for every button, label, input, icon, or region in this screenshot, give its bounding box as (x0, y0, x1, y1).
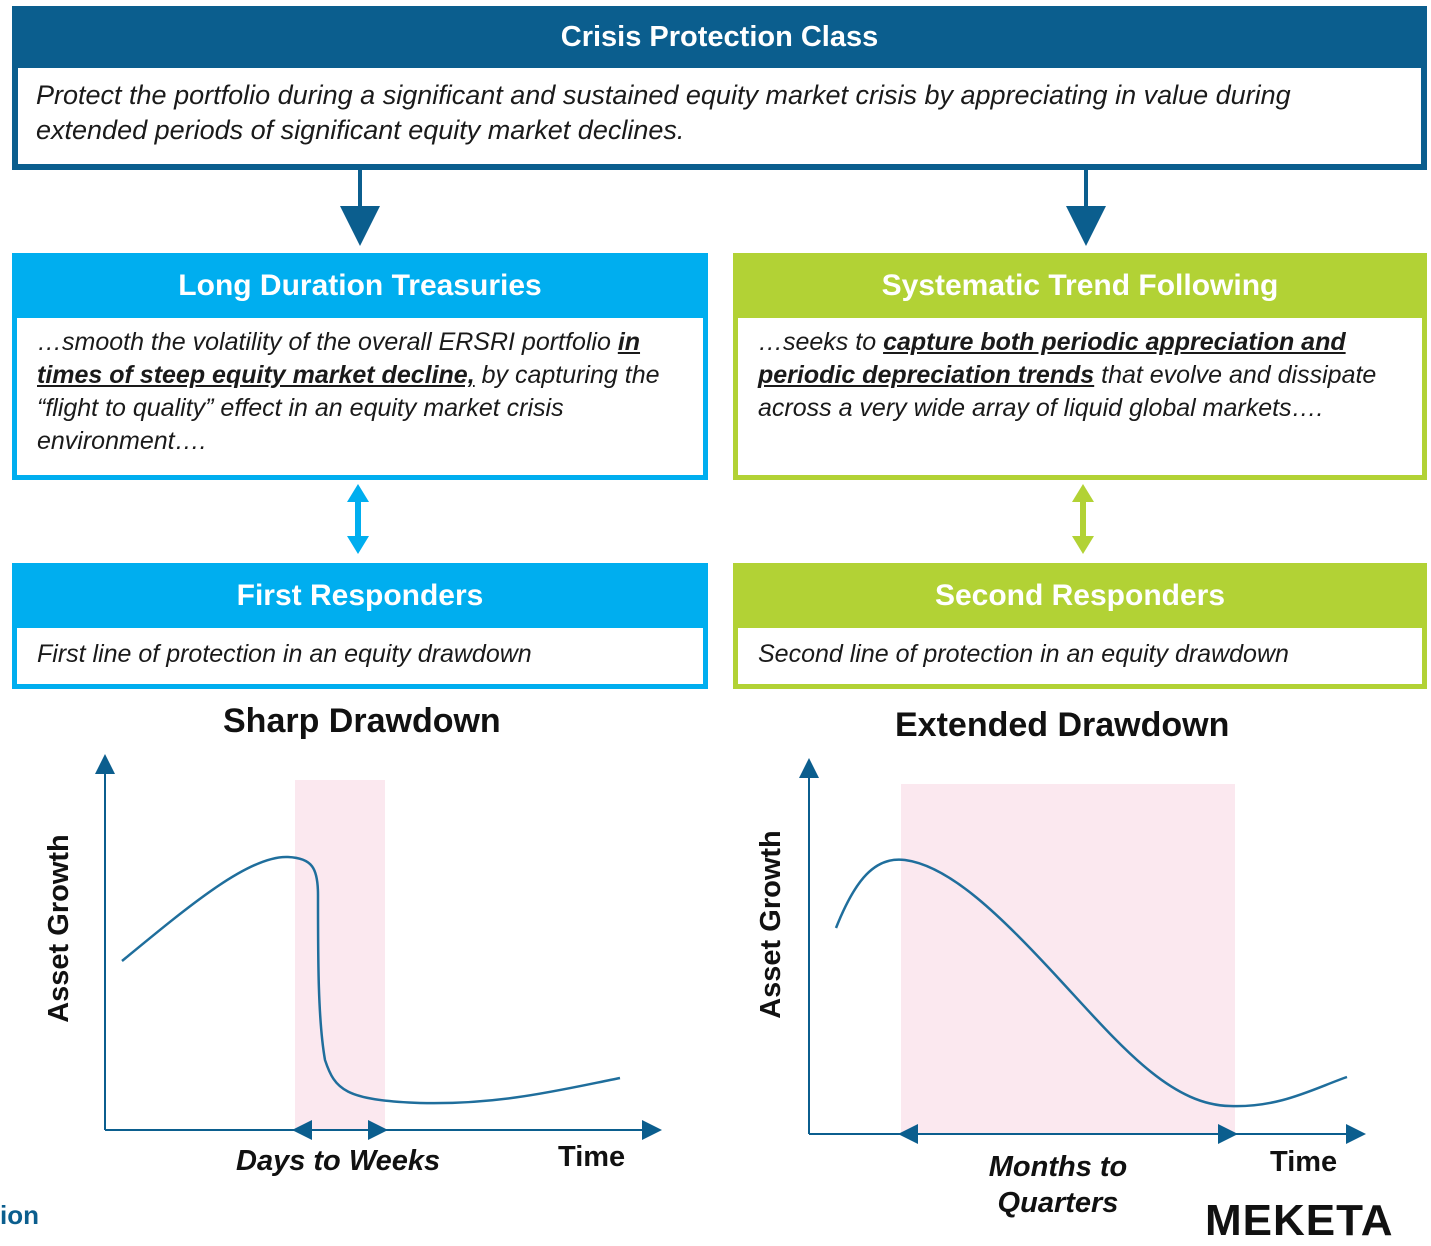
sharp-drawdown-shaded-period (295, 780, 385, 1130)
stf-text-part2: that evolve and dissipate across a very … (758, 361, 1377, 422)
extended-drawdown-shaded-period (901, 784, 1235, 1134)
extended-y-axis-label: Asset Growth (754, 830, 787, 1019)
ldt-text-part2: by capturing the “flight to quality” eff… (37, 361, 660, 455)
stf-text-emphasis: capture both periodic appreciation and p… (758, 328, 1346, 389)
systematic-trend-following-title: Systematic Trend Following (733, 253, 1427, 318)
days-to-weeks-label: Days to Weeks (236, 1145, 441, 1177)
long-duration-treasuries-box: Long Duration Treasuries …smooth the vol… (12, 253, 708, 480)
drawdown-illustrations (95, 754, 1366, 1144)
connector-arrows (340, 170, 1106, 554)
systematic-trend-following-box: Systematic Trend Following …seeks to cap… (733, 253, 1427, 480)
extended-x-axis-label: Time (1270, 1146, 1338, 1178)
ldt-text-emphasis: in times of steep equity market decline, (37, 328, 641, 389)
footer-section-fragment: ion (0, 1200, 39, 1230)
sharp-y-axis-label: Asset Growth (42, 834, 75, 1023)
crisis-protection-box: Crisis Protection Class Protect the port… (12, 6, 1427, 170)
meketa-logo: MEKETA (1205, 1196, 1394, 1245)
double-arrow-right (1072, 484, 1094, 554)
first-responders-text: First line of protection in an equity dr… (37, 640, 532, 668)
second-responders-text: Second line of protection in an equity d… (758, 640, 1289, 668)
extended-drawdown-curve (834, 858, 1348, 1108)
double-arrow-left (347, 484, 369, 554)
months-to-quarters-label: Months to Quarters (988, 1151, 1128, 1219)
crisis-protection-title: Crisis Protection Class (12, 6, 1427, 68)
second-responders-box: Second Responders Second line of protect… (733, 563, 1427, 689)
first-responders-title: First Responders (12, 563, 708, 628)
sharp-drawdown-curve (121, 855, 621, 1105)
sharp-drawdown-title: Sharp Drawdown (223, 702, 501, 740)
ldt-text-part1: …smooth the volatility of the overall ER… (37, 328, 618, 356)
systematic-trend-following-text: …seeks to capture both periodic apprecia… (738, 318, 1422, 425)
first-responders-box: First Responders First line of protectio… (12, 563, 708, 689)
extended-drawdown-title: Extended Drawdown (895, 706, 1230, 744)
long-duration-treasuries-text: …smooth the volatility of the overall ER… (17, 318, 703, 458)
crisis-protection-description: Protect the portfolio during a significa… (36, 80, 1291, 145)
stf-text-part1: …seeks to (758, 328, 884, 356)
second-responders-title: Second Responders (733, 563, 1427, 628)
long-duration-treasuries-title: Long Duration Treasuries (12, 253, 708, 318)
sharp-x-axis-label: Time (558, 1141, 626, 1173)
